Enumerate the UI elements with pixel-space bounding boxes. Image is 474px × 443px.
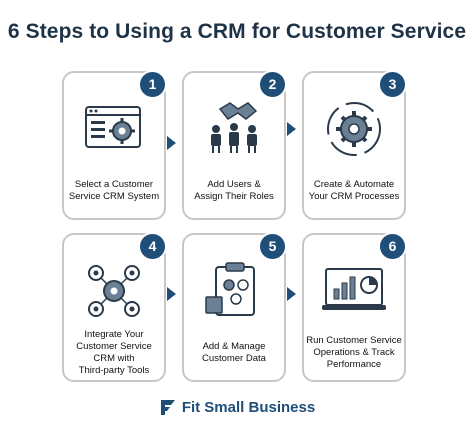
step-card-6: 6 Run Customer Service Operations & Trac… [302, 232, 407, 382]
team-handshake-icon [211, 102, 258, 153]
page-title: 6 Steps to Using a CRM for Customer Serv… [7, 20, 467, 43]
step-card-2: 2 Add Users & Assign Their Roles [182, 70, 287, 220]
arrow-right-icon [287, 287, 296, 301]
step-number-badge: 4 [138, 232, 167, 261]
step-label: Add Users & Assign Their Roles [194, 179, 274, 202]
step-card-1: 1 Select a Customer Service CRM System [62, 70, 167, 220]
integration-network-icon [88, 265, 140, 317]
browser-gear-icon [85, 106, 141, 148]
step-number-badge: 1 [138, 70, 167, 99]
fsb-logo-icon [160, 400, 175, 415]
arrow-right-icon [167, 136, 176, 150]
step-label: Integrate Your Customer Service CRM with… [76, 329, 152, 376]
step-label: Select a Customer Service CRM System [68, 179, 160, 202]
clipboard-data-icon [205, 262, 255, 316]
arrow-right-icon [287, 122, 296, 136]
step-number-badge: 3 [378, 70, 407, 99]
gear-cycle-icon [327, 102, 381, 156]
arrow-right-icon [167, 287, 176, 301]
step-card-3: 3 Create & Automate Your CRM Processes [302, 70, 407, 220]
step-number-badge: 5 [258, 232, 287, 261]
step-number-badge: 6 [378, 232, 407, 261]
step-card-4: 4 Integrate Your Customer Service CRM wi… [62, 232, 167, 382]
step-label: Add & Manage Customer Data [202, 341, 266, 364]
brand-footer: Fit Small Business [0, 398, 474, 416]
step-number-badge: 2 [258, 70, 287, 99]
step-label: Create & Automate Your CRM Processes [308, 179, 400, 202]
brand-name: Fit Small Business [181, 398, 316, 416]
step-card-5: 5 Add & Manage Customer Data [182, 232, 287, 382]
step-label: Run Customer Service Operations & Track … [306, 335, 402, 370]
analytics-monitor-icon [322, 268, 386, 310]
